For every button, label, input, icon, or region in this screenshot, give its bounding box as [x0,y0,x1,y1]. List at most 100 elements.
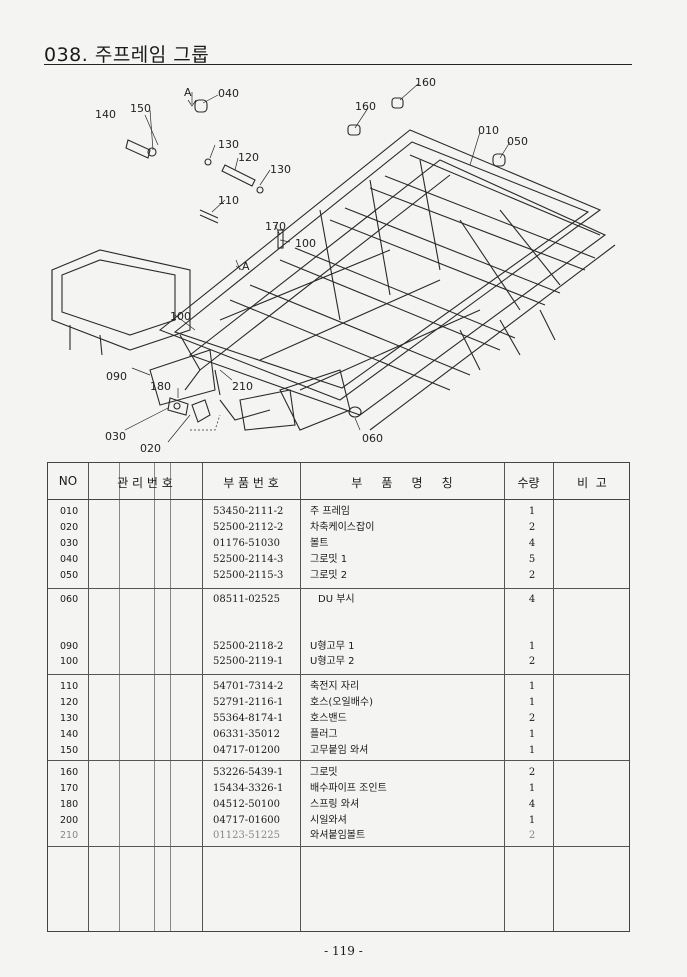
row-no: 060 [60,594,79,605]
row-part-number: 04512-50100 [213,799,281,810]
callout-label: 130 [218,138,239,151]
row-part-number: 52500-2115-3 [213,570,284,581]
group-separator [48,846,629,847]
header-management-no: 관 리 번 호 [117,476,173,490]
row-quantity: 1 [528,641,536,652]
callout-label: 180 [150,380,171,393]
callout-label: 120 [238,151,259,164]
table-header: NO 관 리 번 호 부 품 번 호 부 품 명 칭 수량 비 고 [48,463,629,500]
column-divider [202,463,203,931]
frame-drawing: 140 150 040 A 160 160 010 050 130 120 13… [51,76,616,455]
table-row: 150 04717-01200 고무붙임 와셔 1 [48,743,629,759]
table-row: 110 54701-7314-2 축전지 자리 1 [48,679,629,695]
header-part-name: 부 품 명 칭 [351,476,453,490]
row-quantity: 1 [528,745,536,756]
column-divider [170,463,171,931]
row-part-number: 15434-3326-1 [213,783,284,794]
row-part-name: 그로밋 2 [310,570,348,581]
table-row: 010 53450-2111-2 주 프레임 1 [48,504,629,520]
row-part-number: 08511-02525 [213,594,281,605]
row-no: 170 [60,783,79,794]
table-row: 040 52500-2114-3 그로밋 1 5 [48,552,629,568]
callout-label: 050 [507,135,528,148]
page-title: 038. 주프레임 그룹 [44,44,210,66]
column-divider [504,463,505,931]
callout-label: 060 [362,432,383,445]
callout-label: 090 [106,370,127,383]
callout-label: 030 [105,430,126,443]
row-quantity: 1 [528,729,536,740]
column-divider [553,463,554,931]
row-quantity: 4 [528,538,536,549]
callout-label: 010 [478,124,499,137]
callout-label: 160 [355,100,376,113]
table-row: 050 52500-2115-3 그로밋 2 2 [48,568,629,584]
row-quantity: 1 [528,681,536,692]
callout-label: 210 [232,380,253,393]
table-row: 170 15434-3326-1 배수파이프 조인트 1 [48,781,629,797]
header-part-no: 부 품 번 호 [223,476,279,490]
column-divider [119,463,120,931]
row-no: 120 [60,697,79,708]
row-no: 030 [60,538,79,549]
row-part-name: 주 프레임 [310,506,350,517]
row-no: 180 [60,799,79,810]
row-quantity: 2 [528,830,536,841]
row-no: 160 [60,767,79,778]
callout-label: 160 [415,76,436,89]
row-part-name: 스프링 와셔 [310,799,360,810]
row-quantity: 5 [528,554,536,565]
row-quantity: 1 [528,815,536,826]
row-part-number: 04717-01200 [213,745,281,756]
group-separator [48,674,629,675]
row-part-name: 차축케이스잡이 [310,522,375,533]
row-part-name: 그로밋 [310,767,338,778]
table-row: 120 52791-2116-1 호스(오일배수) 1 [48,695,629,711]
row-part-number: 53226-5439-1 [213,767,284,778]
row-no: 200 [60,815,79,826]
callout-label: 140 [95,108,116,121]
column-divider [300,463,301,931]
header-remarks: 비 고 [577,476,607,490]
row-part-number: 55364-8174-1 [213,713,284,724]
table-row: 020 52500-2112-2 차축케이스잡이 2 [48,520,629,536]
row-part-name: 시일와셔 [310,815,347,826]
row-part-number: 01123-51225 [213,830,281,841]
row-quantity: 4 [528,799,536,810]
table-row: 200 04717-01600 시일와셔 1 [48,813,629,829]
table-row: 090 52500-2118-2 U형고무 1 1 [48,639,629,655]
row-no: 090 [60,641,79,652]
row-part-number: 52500-2119-1 [213,656,284,667]
row-part-number: 52500-2114-3 [213,554,284,565]
row-part-number: 01176-51030 [213,538,281,549]
callout-label: 110 [218,194,239,207]
row-part-name: 와셔붙임볼트 [310,830,366,841]
row-part-name: 고무붙임 와셔 [310,745,369,756]
row-no: 130 [60,713,79,724]
row-quantity: 1 [528,783,536,794]
table-row: 060 08511-02525 DU 부시 4 [48,592,629,608]
row-quantity: 2 [528,522,536,533]
table-row: 100 52500-2119-1 U형고무 2 2 [48,654,629,670]
row-no: 040 [60,554,79,565]
row-part-number: 06331-35012 [213,729,281,740]
table-row: 210 01123-51225 와셔붙임볼트 2 [48,828,629,844]
row-no: 210 [60,830,79,841]
row-no: 100 [60,656,79,667]
callout-label: 020 [140,442,161,455]
row-quantity: 2 [528,713,536,724]
row-quantity: 2 [528,570,536,581]
callout-label: A [242,260,250,273]
callout-label: 130 [270,163,291,176]
group-separator [48,760,629,761]
column-divider [154,463,155,931]
row-part-name: U형고무 2 [310,656,355,667]
row-no: 010 [60,506,79,517]
row-quantity: 4 [528,594,536,605]
parts-table: NO 관 리 번 호 부 품 번 호 부 품 명 칭 수량 비 고 010 53… [47,462,630,932]
title-rule [44,64,632,65]
header-no: NO [58,474,78,488]
callout-label: 150 [130,102,151,115]
callout-label: 040 [218,87,239,100]
exploded-parts-diagram: 140 150 040 A 160 160 010 050 130 120 13… [40,70,640,460]
